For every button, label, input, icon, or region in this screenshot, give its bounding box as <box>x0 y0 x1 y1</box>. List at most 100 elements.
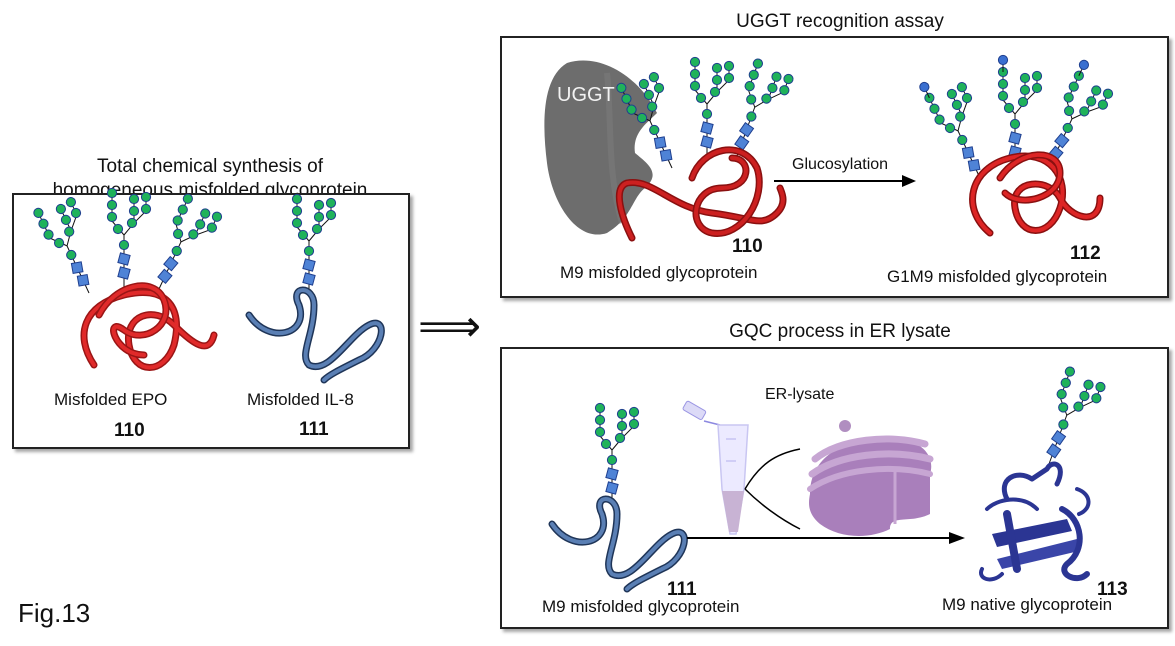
glucosylation-arrow-icon <box>774 175 916 187</box>
gqc-substrate-illustration <box>548 402 688 593</box>
mannose-circle-icon <box>606 454 618 466</box>
mannose-circle-icon <box>746 94 757 105</box>
glcnac-square-icon <box>157 268 173 285</box>
glycan-epo-2 <box>157 193 223 290</box>
mannose-circle-icon <box>711 74 723 86</box>
glucosylation-label: Glucosylation <box>792 156 889 173</box>
mannose-circle-icon <box>746 111 757 122</box>
mannose-circle-icon <box>709 86 721 98</box>
mannose-circle-icon <box>689 68 701 80</box>
mannose-circle-icon <box>55 203 66 215</box>
substrate-110-number: 110 <box>732 236 763 257</box>
mannose-circle-icon <box>723 60 735 72</box>
mannose-circle-icon <box>128 205 140 217</box>
uggt-assay-panel: UGGT 110 M9 misfolded glycoprotein Gluco… <box>500 36 1169 298</box>
misfolded-il8-illustration <box>245 193 385 384</box>
mannose-circle-icon <box>33 207 44 218</box>
glycan-group-113 <box>1046 366 1106 465</box>
mannose-circle-icon <box>752 58 763 69</box>
mannose-circle-icon <box>1031 82 1043 94</box>
mannose-circle-icon <box>957 134 968 146</box>
mannose-circle-icon <box>38 218 49 229</box>
glycan-epo-0 <box>33 197 90 294</box>
mannose-circle-icon <box>594 402 606 414</box>
mannose-circle-icon <box>997 78 1009 90</box>
mannose-circle-icon <box>1019 72 1031 84</box>
glcnac-square-icon <box>738 122 755 138</box>
mannose-circle-icon <box>126 217 138 229</box>
glcnac-square-icon <box>605 467 619 481</box>
mannose-circle-icon <box>648 72 660 83</box>
glcnac-square-icon <box>302 272 316 286</box>
glcnac-square-icon <box>605 481 619 495</box>
mannose-circle-icon <box>1063 92 1074 103</box>
mannose-circle-icon <box>944 122 956 134</box>
glycan-il8-0 <box>291 193 337 293</box>
mannose-circle-icon <box>934 114 945 125</box>
mannose-circle-icon <box>70 207 82 219</box>
mannose-circle-icon <box>53 237 65 249</box>
mannose-circle-icon <box>1031 70 1043 82</box>
glycan-112-1 <box>997 54 1043 166</box>
mannose-circle-icon <box>188 229 199 240</box>
mannose-circle-icon <box>701 108 713 120</box>
figure-label: Fig.13 <box>18 598 91 628</box>
mannose-circle-icon <box>951 99 963 110</box>
mannose-circle-icon <box>628 406 640 418</box>
mannose-circle-icon <box>182 193 193 204</box>
microcentrifuge-tube-icon <box>682 400 749 535</box>
mannose-circle-icon <box>600 438 612 450</box>
native-113-fold <box>979 461 1091 582</box>
product-112-number: 112 <box>1070 243 1101 264</box>
mannose-circle-icon <box>325 197 337 209</box>
mannose-circle-icon <box>297 229 309 241</box>
mannose-circle-icon <box>628 418 640 430</box>
glycan-110-2 <box>734 58 794 157</box>
mannose-circle-icon <box>767 82 778 94</box>
mannose-circle-icon <box>695 92 707 104</box>
gqc-product-illustration <box>979 366 1106 582</box>
gqc-process-panel: 111 M9 misfolded glycoprotein ER-lysate <box>500 347 1169 629</box>
glcnac-square-icon <box>117 252 131 266</box>
mannose-circle-icon <box>1068 81 1079 92</box>
mannose-circle-icon <box>961 92 973 104</box>
mannose-circle-icon <box>1083 379 1094 390</box>
glycan-113-0 <box>1046 366 1106 465</box>
glcnac-square-icon <box>70 261 84 274</box>
substrate-110-chain <box>615 146 787 242</box>
mannose-circle-icon <box>112 223 124 235</box>
epo-number: 110 <box>114 420 145 441</box>
synthesis-panel: Misfolded EPO 110 Misfolded IL-8 111 <box>12 187 410 449</box>
glcnac-square-icon <box>700 121 714 135</box>
zoom-callout-lines <box>744 448 801 530</box>
mannose-circle-icon <box>946 88 957 100</box>
glcnac-square-icon <box>302 258 316 272</box>
gqc-panel-heading: GQC process in ER lysate <box>729 321 951 342</box>
glucose-circle-icon <box>919 81 930 93</box>
mannose-circle-icon <box>649 124 660 136</box>
glcnac-square-icon <box>1050 430 1067 446</box>
glycan-112-2 <box>1048 59 1114 167</box>
mannose-circle-icon <box>1079 390 1090 402</box>
mannose-circle-icon <box>291 205 303 217</box>
substrate-111-number: 111 <box>667 579 697 600</box>
mannose-circle-icon <box>313 211 325 223</box>
mannose-circle-icon <box>1064 366 1075 377</box>
mannose-circle-icon <box>594 426 606 438</box>
implies-arrow-icon: ⟹ <box>418 301 482 352</box>
mannose-circle-icon <box>65 197 77 208</box>
glycan-112-0 <box>919 81 981 179</box>
glcnac-square-icon <box>1008 131 1022 145</box>
epo-name: Misfolded EPO <box>54 390 168 409</box>
glcnac-square-icon <box>1046 443 1062 459</box>
mannose-circle-icon <box>636 112 648 124</box>
il8-name: Misfolded IL-8 <box>247 390 354 409</box>
mannose-circle-icon <box>140 203 152 215</box>
mannose-circle-icon <box>172 228 184 239</box>
glucose-circle-icon <box>997 54 1009 66</box>
glcnac-square-icon <box>734 135 750 151</box>
mannose-circle-icon <box>106 211 118 223</box>
mannose-circle-icon <box>956 82 968 93</box>
mannose-circle-icon <box>689 56 701 68</box>
mannose-circle-icon <box>64 226 75 237</box>
